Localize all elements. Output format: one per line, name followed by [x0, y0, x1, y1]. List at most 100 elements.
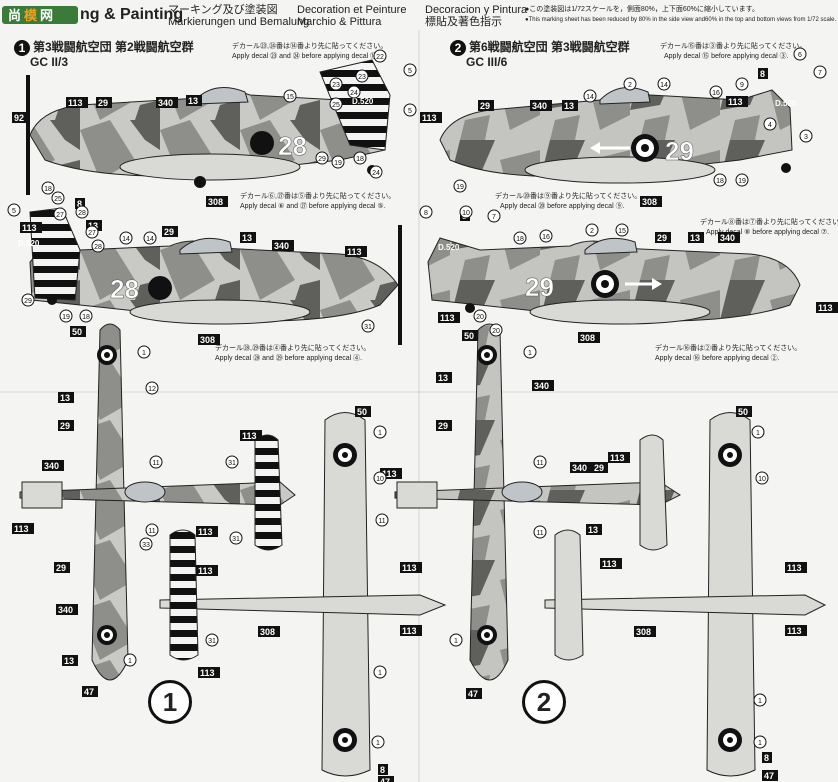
- decal-number-circle: [533, 455, 547, 469]
- decal-number-label: 3: [804, 134, 808, 141]
- decal-number-circle: [145, 523, 159, 537]
- scheme2-note-bot-jp: デカール⑯番は②番より先に貼ってください。: [655, 345, 802, 352]
- decal-number-label: 31: [228, 460, 236, 467]
- decal-number-label: 33: [142, 542, 150, 549]
- decal-number-circle: [229, 531, 243, 545]
- page-title: ng & Painting: [80, 6, 184, 23]
- decal-number-circle: [583, 89, 597, 103]
- paint-code-box: [420, 112, 442, 123]
- decal-number-circle: [361, 319, 375, 333]
- paint-code-label: 29: [98, 98, 108, 108]
- paint-code-label: 50: [464, 331, 474, 341]
- paint-code-label: 340: [532, 101, 547, 111]
- decal-number-label: 23: [332, 82, 340, 89]
- scheme1-top-view: [19, 323, 296, 681]
- paint-code-label: 13: [60, 393, 70, 403]
- paint-code-box: [206, 196, 228, 207]
- title-es: Decoracion y Pintura: [425, 4, 528, 16]
- decal-number-label: 11: [536, 530, 543, 537]
- scheme2-note-mid-jp: デカール⑧番は⑦番より先に貼ってください。: [700, 219, 838, 226]
- paint-code-box: [736, 406, 752, 417]
- paint-code-label: 47: [764, 771, 774, 781]
- paint-code-label: 340: [534, 381, 549, 391]
- decal-number-label: 1: [758, 698, 762, 705]
- decal-number-circle: [41, 181, 55, 195]
- scheme2-side-view-left: 29 D.520: [439, 87, 797, 184]
- scheme1-code-b: 28: [110, 274, 139, 304]
- scheme2-unit: GC III/6: [466, 55, 508, 69]
- paint-code-label: 50: [357, 407, 367, 417]
- paint-code-box: [240, 430, 262, 441]
- paint-code-box: [726, 96, 748, 107]
- paint-code-box: [380, 468, 402, 479]
- decal-number-label: 16: [542, 234, 550, 241]
- decal-number-label: 7: [818, 70, 822, 77]
- decal-number-label: 1: [758, 740, 762, 747]
- decal-number-label: 23: [358, 74, 366, 81]
- decal-number-circle: [59, 309, 73, 323]
- decal-number-circle: [735, 173, 749, 187]
- decal-number-circle: [755, 471, 769, 485]
- paint-code-label: 340: [44, 461, 59, 471]
- paint-code-box: [570, 462, 592, 473]
- paint-code-box: [355, 406, 371, 417]
- decal-number-label: 5: [12, 208, 16, 215]
- decal-number-label: 2: [590, 228, 594, 235]
- decal-number-label: 8: [424, 210, 428, 217]
- scheme1-number: 1: [14, 39, 30, 56]
- decal-number-label: 1: [528, 350, 532, 357]
- decal-number-circle: [225, 455, 239, 469]
- paint-code-label: 113: [382, 469, 397, 479]
- decal-number-label: 31: [232, 536, 240, 543]
- paint-code-box: [62, 655, 78, 666]
- decal-number-circle: [205, 633, 219, 647]
- paint-code-box: [58, 392, 74, 403]
- decal-number-label: 24: [372, 170, 380, 177]
- scheme1-serial-b: D.520: [18, 239, 40, 248]
- scale-note-en: ●This marking sheet has been reduced by …: [525, 17, 837, 23]
- callout-labels: 1132934013308928113132913340113308502934…: [7, 47, 838, 782]
- decal-number-circle: [137, 345, 151, 359]
- paint-code-box: [58, 420, 74, 431]
- decal-number-label: 6: [798, 52, 802, 59]
- paint-code-box: [272, 240, 294, 251]
- paint-code-box: [42, 460, 64, 471]
- decal-number-label: 1: [128, 658, 132, 665]
- paint-code-box: [82, 686, 98, 697]
- paint-code-box: [600, 558, 622, 569]
- decal-number-label: 27: [88, 230, 96, 237]
- decal-number-circle: [753, 693, 767, 707]
- decal-number-circle: [79, 309, 93, 323]
- decal-number-label: 10: [376, 476, 384, 483]
- paint-code-label: 13: [64, 656, 74, 666]
- decal-number-label: 14: [660, 82, 668, 89]
- paint-code-box: [240, 232, 256, 243]
- scheme1-note-mid-jp: デカール⑥,㉗番は⑤番より先に貼ってください。: [240, 193, 396, 200]
- paint-code-box: [400, 625, 422, 636]
- decal-number-label: 18: [356, 156, 364, 163]
- decal-number-label: 14: [146, 236, 154, 243]
- paint-code-box: [12, 523, 34, 534]
- paint-code-box: [12, 112, 28, 123]
- title-jp: マーキング及び塗装図: [168, 4, 278, 16]
- svg-text:模: 模: [24, 8, 38, 24]
- decal-number-label: 19: [456, 184, 464, 191]
- paint-code-box: [400, 562, 422, 573]
- scheme2-big-label: 2: [522, 680, 566, 724]
- decal-number-circle: [459, 205, 473, 219]
- scheme1-side-view-left: 28 D.520: [26, 59, 391, 195]
- scheme2-bottom-view: [544, 412, 827, 777]
- paint-code-label: 308: [260, 627, 275, 637]
- scheme1-code-a: 28: [278, 131, 307, 161]
- scheme2-note-top-en: Apply decal ⑮ before applying decal ③.: [664, 53, 789, 60]
- scheme2-side-view-right: 29 D.520: [427, 237, 801, 325]
- paint-code-box: [196, 526, 218, 537]
- paint-code-label: 8: [77, 199, 82, 209]
- decal-number-label: 18: [82, 314, 90, 321]
- paint-code-box: [785, 562, 807, 573]
- decal-number-label: 14: [586, 94, 594, 101]
- decal-number-label: 1: [142, 350, 146, 357]
- paint-code-label: 308: [636, 627, 651, 637]
- paint-code-box: [378, 764, 388, 775]
